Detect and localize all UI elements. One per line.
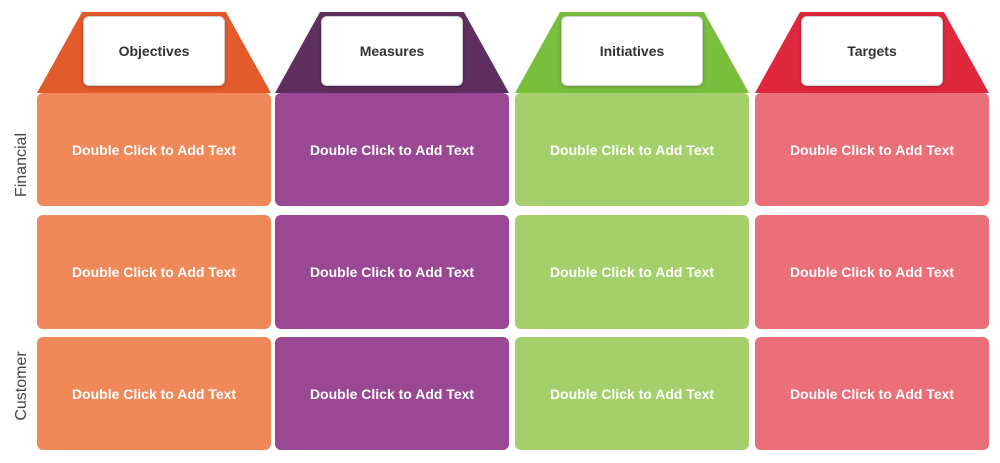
column-header-2[interactable]: Initiatives bbox=[561, 16, 703, 86]
column-header-0[interactable]: Objectives bbox=[83, 16, 225, 86]
cell-r0-c0[interactable]: Double Click to Add Text bbox=[37, 93, 271, 206]
cell-r2-c1[interactable]: Double Click to Add Text bbox=[275, 337, 509, 450]
row-label-0: Financial bbox=[13, 132, 30, 197]
cell-r1-c0[interactable]: Double Click to Add Text bbox=[37, 215, 271, 329]
column-header-3[interactable]: Targets bbox=[801, 16, 943, 86]
row-label-2: Customer bbox=[13, 350, 30, 421]
cell-r2-c2[interactable]: Double Click to Add Text bbox=[515, 337, 749, 450]
column-header-1[interactable]: Measures bbox=[321, 16, 463, 86]
cell-r2-c0[interactable]: Double Click to Add Text bbox=[37, 337, 271, 450]
cell-r2-c3[interactable]: Double Click to Add Text bbox=[755, 337, 989, 450]
cell-r0-c2[interactable]: Double Click to Add Text bbox=[515, 93, 749, 206]
cell-r1-c3[interactable]: Double Click to Add Text bbox=[755, 215, 989, 329]
cell-r1-c2[interactable]: Double Click to Add Text bbox=[515, 215, 749, 329]
cell-r0-c3[interactable]: Double Click to Add Text bbox=[755, 93, 989, 206]
cell-r1-c1[interactable]: Double Click to Add Text bbox=[275, 215, 509, 329]
cell-r0-c1[interactable]: Double Click to Add Text bbox=[275, 93, 509, 206]
